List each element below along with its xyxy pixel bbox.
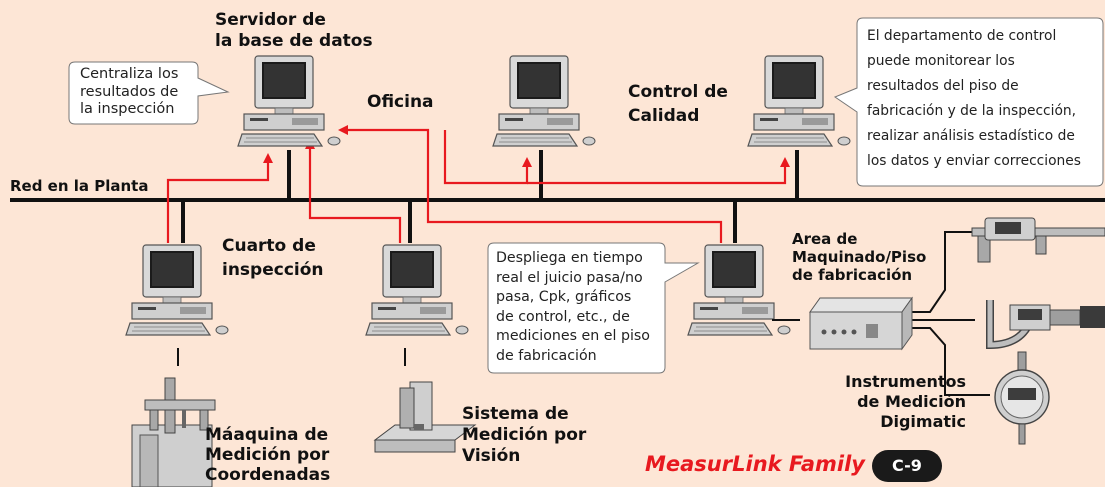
office-computer-icon — [492, 55, 596, 147]
callout-centralize-text: Centraliza los resultados de la inspecci… — [80, 66, 179, 117]
quality-control-label-line2: Calidad — [628, 106, 700, 126]
machining-computer-icon — [687, 244, 791, 336]
digimatic-label-line1: Instrumentos — [845, 372, 966, 391]
machining-area-label-line2: Maquinado/Piso — [792, 248, 927, 266]
data-flow-arrows — [166, 125, 790, 243]
cmm-label-line1: Máaquina de — [205, 425, 329, 445]
vision-system-label-line1: Sistema de — [462, 404, 569, 424]
machining-area-label-line1: Area de — [792, 230, 858, 248]
office-label: Oficina — [367, 92, 434, 112]
quality-control-label-line1: Control de — [628, 82, 728, 102]
callout-quality-text: El departamento de control puede monitor… — [867, 28, 1081, 169]
dial-indicator-icon — [994, 351, 1050, 445]
inspection-computer-icon — [125, 244, 229, 336]
vision-system-label-line3: Visión — [462, 446, 521, 466]
machining-area-label-line3: de fabricación — [792, 266, 913, 284]
brand-name: MeasurLink Family — [645, 452, 865, 476]
vision-system-label-line2: Medición por — [462, 425, 587, 445]
cmm-label-line3: Coordenadas — [205, 465, 331, 485]
cmm-label-line2: Medición por — [205, 445, 330, 465]
callout-bubble-quality — [833, 17, 1104, 187]
vision-computer-icon — [365, 244, 469, 336]
page-badge: C-9 — [872, 450, 942, 482]
network-label: Red en la Planta — [10, 177, 149, 195]
db-server-computer-icon — [237, 55, 341, 147]
cmm-icon — [131, 377, 216, 487]
inspection-room-label-line2: inspección — [222, 260, 324, 280]
vision-system-icon — [373, 381, 477, 453]
digimatic-label-line2: de Medición — [857, 392, 966, 411]
network-drops — [181, 150, 799, 243]
callout-bubble-centralize — [68, 61, 230, 125]
caliper-icon — [971, 217, 1105, 263]
db-server-label-line1: Servidor de — [215, 10, 326, 30]
callout-realtime-text: Despliega en tiempo real el juicio pasa/… — [496, 250, 650, 364]
digimatic-label: Instrumentos de Medición Digimatic — [780, 372, 966, 432]
callout-bubble-realtime — [487, 242, 700, 374]
quality-computer-icon — [747, 55, 851, 147]
digimatic-label-line3: Digimatic — [880, 412, 966, 431]
micrometer-icon — [986, 300, 1105, 350]
data-unit-icon — [809, 296, 913, 351]
db-server-label-line2: la base de datos — [215, 31, 373, 51]
inspection-room-label-line1: Cuarto de — [222, 236, 316, 256]
